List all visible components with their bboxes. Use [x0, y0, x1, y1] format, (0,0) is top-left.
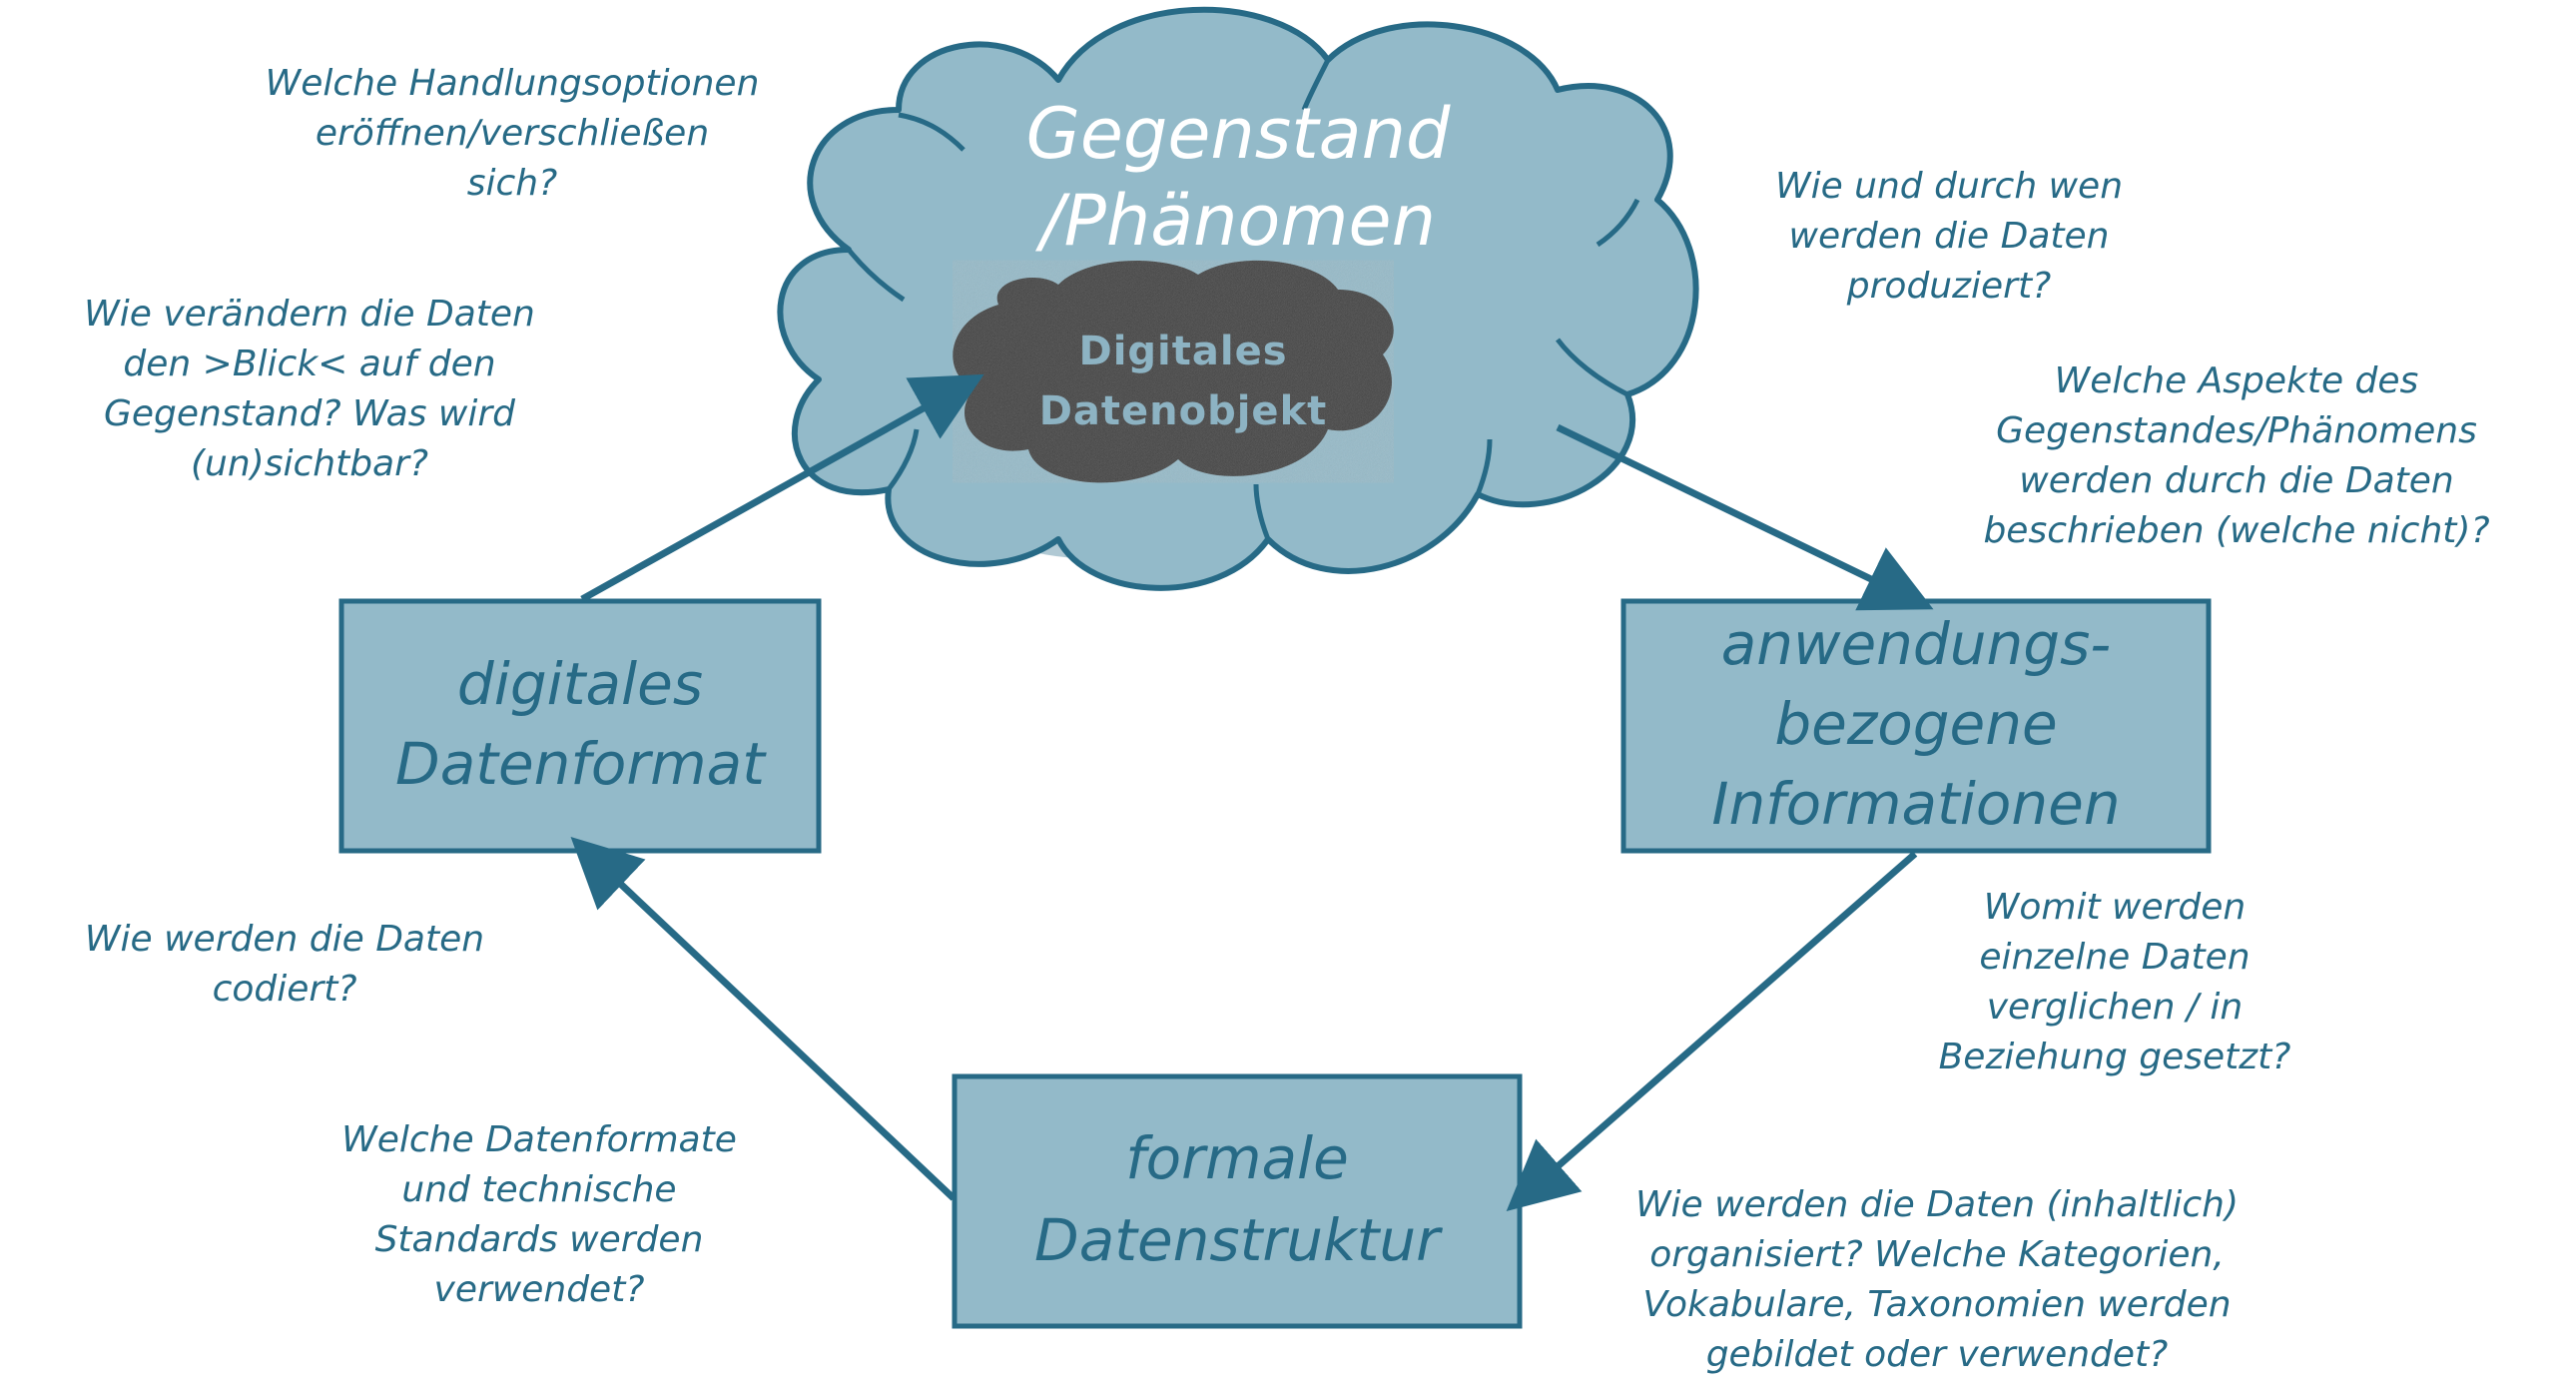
question-line: Welche Datenformate [341, 1119, 737, 1160]
box-right-line-3: Informationen [1711, 770, 2120, 838]
box-bottom-line-1: formale [1125, 1124, 1349, 1192]
question-codiert: Wie werden die Daten codiert? [85, 919, 484, 1010]
question-line: Gegenstand? Was wird [104, 393, 516, 434]
question-line: Wie werden die Daten [85, 919, 484, 960]
box-left-line-1: digitales [457, 650, 703, 718]
question-produziert: Wie und durch wen werden die Daten produ… [1775, 166, 2123, 307]
question-line: und technische [401, 1169, 676, 1210]
box-right-line-2: bezogene [1774, 690, 2057, 758]
question-organisiert: Wie werden die Daten (inhaltlich) organi… [1635, 1184, 2239, 1375]
data-object-label-1: Digitales [1078, 329, 1287, 374]
question-handlungsoptionen: Welche Handlungsoptionen eröffnen/versch… [266, 63, 760, 204]
box-formale-datenstruktur [952, 1073, 1523, 1329]
question-blick: Wie verändern die Daten den >Blick< auf … [84, 294, 535, 484]
arrow-info-to-structure [1506, 851, 1918, 1212]
question-line: beschrieben (welche nicht)? [1983, 510, 2489, 551]
question-line: verglichen / in [1987, 987, 2244, 1028]
question-line: Wie werden die Daten (inhaltlich) [1635, 1184, 2239, 1225]
cloud-title-line-2: /Phänomen [1034, 180, 1436, 262]
data-object-texture [953, 260, 1394, 483]
box-anwendungsbezogene-informationen [1620, 598, 2212, 854]
question-line: Vokabulare, Taxonomien werden [1642, 1284, 2231, 1325]
question-aspekte: Welche Aspekte des Gegenstandes/Phänomen… [1983, 360, 2489, 551]
question-line: Womit werden [1984, 887, 2246, 928]
cloud-inner-stroke-4 [847, 248, 906, 303]
arrow-cloud-to-info [1556, 423, 1934, 611]
question-line: eröffnen/verschließen [316, 113, 709, 154]
question-vergleich: Womit werden einzelne Daten verglichen /… [1939, 887, 2291, 1077]
cloud-inner-stroke-3 [1556, 338, 1629, 397]
question-line: den >Blick< auf den [123, 344, 495, 384]
question-line: Wie und durch wen [1775, 166, 2123, 207]
question-line: gebildet oder verwendet? [1706, 1334, 2169, 1375]
box-right-line-1: anwendungs- [1721, 610, 2111, 678]
question-line: Gegenstandes/Phänomens [1996, 410, 2477, 451]
question-line: codiert? [213, 969, 357, 1010]
question-line: (un)sichtbar? [191, 443, 428, 484]
cloud-inner-stroke-2 [1596, 198, 1640, 248]
question-line: werden die Daten [1789, 216, 2110, 257]
box-bottom-line-2: Datenstruktur [1034, 1206, 1443, 1274]
arrow-structure-to-format [570, 836, 957, 1201]
box-left-line-2: Datenformat [395, 730, 767, 798]
question-line: Welche Handlungsoptionen [266, 63, 760, 104]
question-line: werden durch die Daten [2019, 460, 2453, 501]
question-line: Wie verändern die Daten [84, 294, 535, 335]
question-datenformate: Welche Datenformate und technische Stand… [341, 1119, 737, 1310]
question-line: verwendet? [434, 1269, 645, 1310]
question-line: Standards werden [375, 1219, 704, 1260]
cloud-inner-stroke-7 [1475, 438, 1493, 495]
question-line: organisiert? Welche Kategorien, [1649, 1234, 2225, 1275]
cloud-inner-stroke-6 [1253, 483, 1271, 540]
data-object-label-2: Datenobjekt [1039, 388, 1328, 434]
question-line: sich? [467, 163, 557, 204]
cloud-inner-stroke-8 [1301, 58, 1331, 111]
question-line: produziert? [1846, 266, 2051, 307]
arrow-format-to-cloud [580, 373, 984, 603]
cloud-title-line-1: Gegenstand [1026, 93, 1451, 175]
question-line: Beziehung gesetzt? [1939, 1037, 2291, 1077]
box-digitales-datenformat [338, 598, 822, 854]
question-line: Welche Aspekte des [2055, 360, 2419, 401]
cloud-inner-stroke-1 [898, 112, 966, 152]
question-line: einzelne Daten [1979, 937, 2250, 978]
